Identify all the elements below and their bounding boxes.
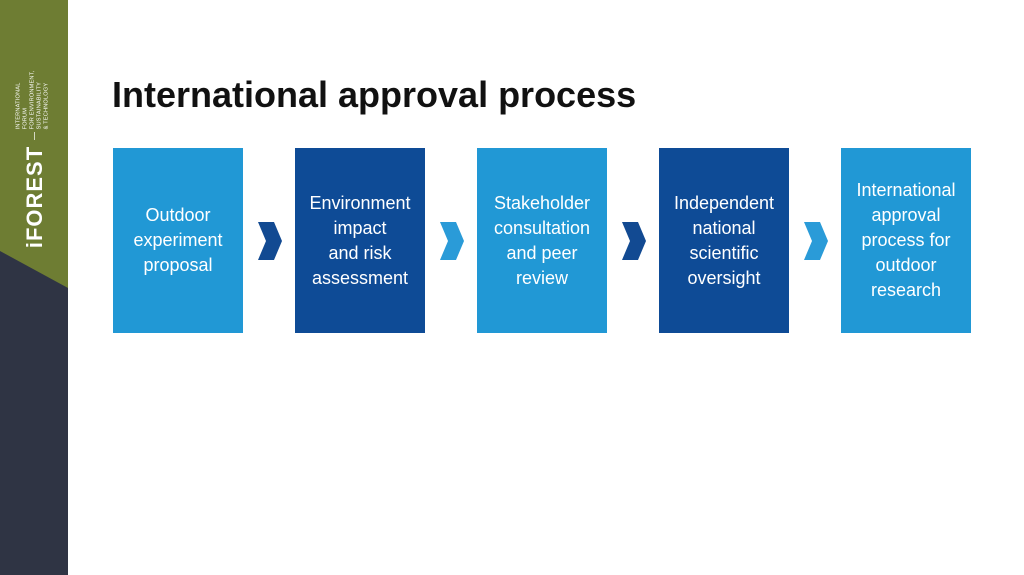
- process-step-label: Environment impact and risk assessment: [309, 192, 411, 288]
- process-step-label: Stakeholder consultation and peer review: [493, 192, 591, 288]
- chevron-right-icon: [258, 222, 282, 260]
- process-step-label: Outdoor experiment proposal: [133, 205, 223, 275]
- brand-sidebar: INTERNATIONAL FORUM FOR ENVIRONMENT, SUS…: [0, 0, 68, 575]
- process-step-1: Outdoor experiment proposal: [113, 148, 243, 333]
- process-step-label: Independent national scientific oversigh…: [673, 192, 775, 288]
- slide-title: International approval process: [112, 74, 637, 115]
- chevron-right-icon: [622, 222, 646, 260]
- process-step-2: Environment impact and risk assessment: [295, 148, 425, 333]
- chevron-right-icon: [804, 222, 828, 260]
- process-step-3: Stakeholder consultation and peer review: [477, 148, 607, 333]
- process-step-label: International approval process for outdo…: [856, 180, 956, 300]
- brand-logo: INTERNATIONAL FORUM FOR ENVIRONMENT, SUS…: [0, 0, 68, 260]
- process-step-5: International approval process for outdo…: [841, 148, 971, 333]
- chevron-right-icon: [440, 222, 464, 260]
- process-step-4: Independent national scientific oversigh…: [659, 148, 789, 333]
- brand-divider: [34, 132, 35, 140]
- sidebar-dark-panel: [0, 251, 68, 575]
